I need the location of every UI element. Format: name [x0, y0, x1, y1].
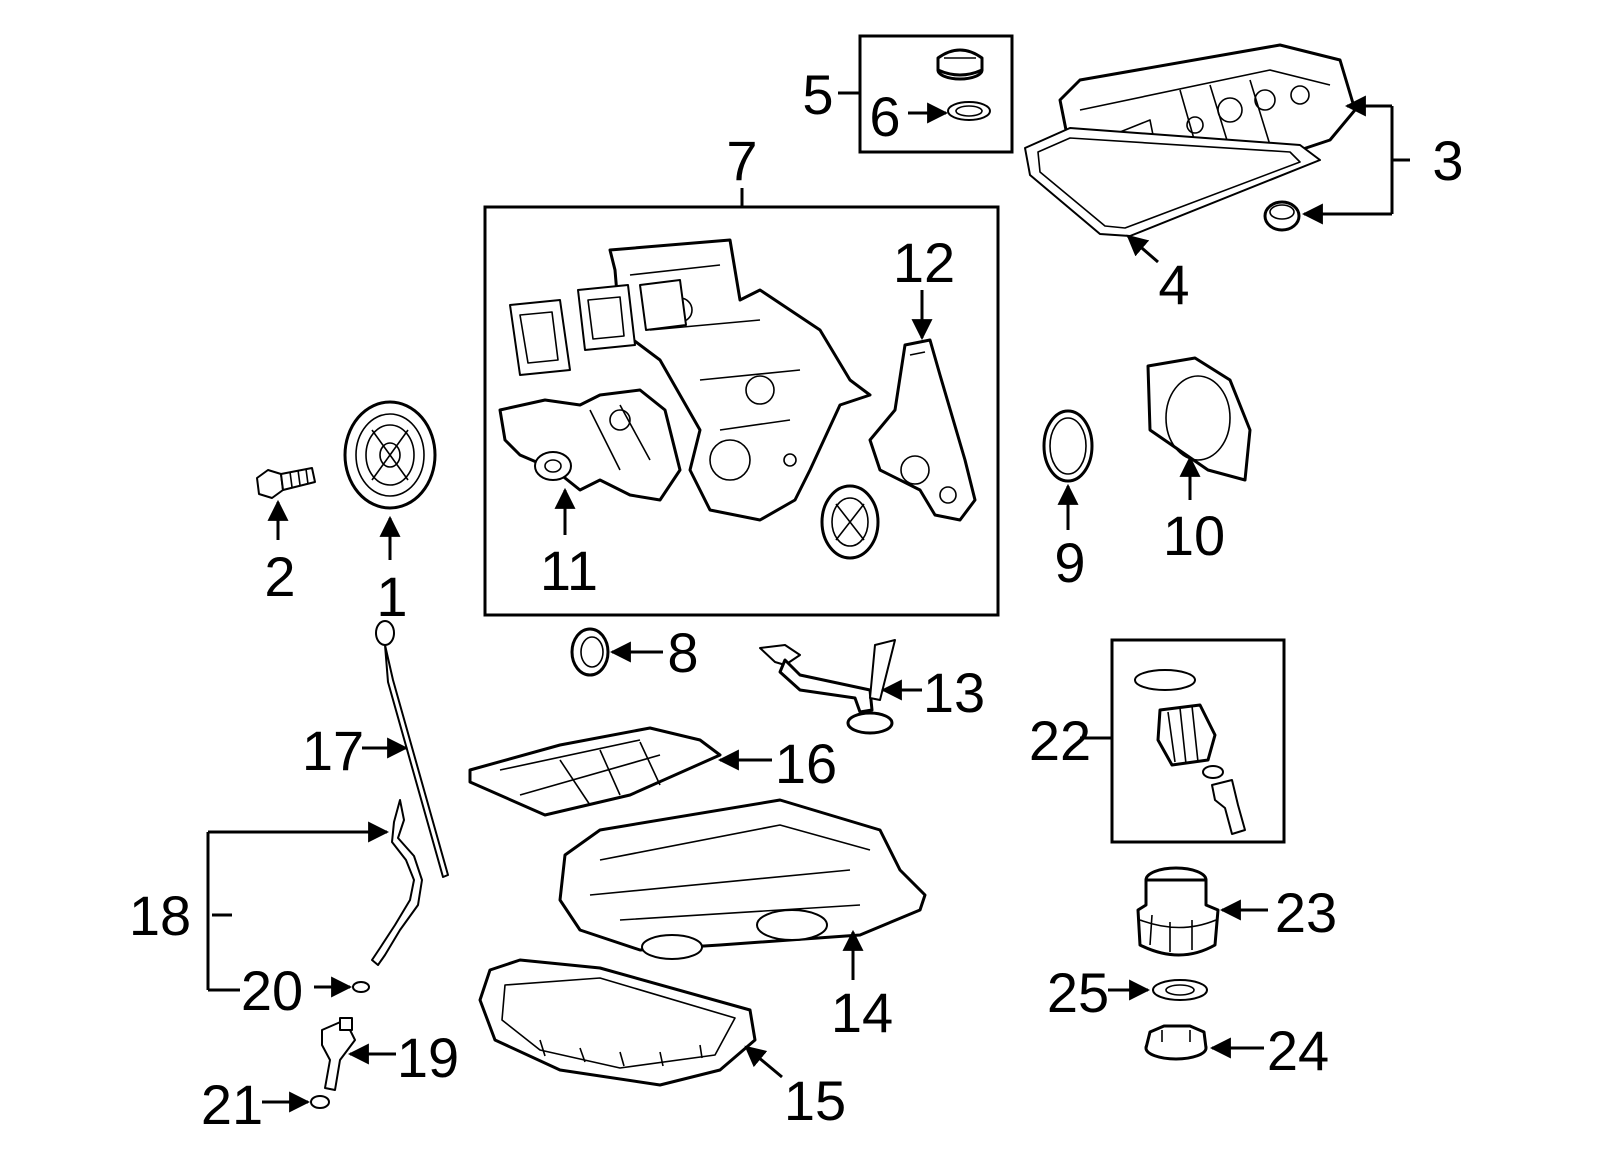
callout-6: 6 — [869, 85, 900, 148]
leader-18 — [206, 832, 232, 990]
callout-16: 16 — [775, 732, 837, 795]
leader-3 — [1305, 104, 1410, 216]
crank-sprocket-part — [820, 484, 880, 560]
rear-crank-seal-part — [570, 627, 610, 677]
filler-cap-gasket-part — [947, 101, 991, 121]
callout-25: 25 — [1047, 961, 1109, 1024]
box-22-oil-filter-kit — [1110, 638, 1286, 844]
sensor-oring-part — [310, 1095, 330, 1109]
callout-18: 18 — [129, 884, 191, 947]
callout-9: 9 — [1054, 531, 1085, 594]
crankshaft-pulley-part — [343, 400, 437, 510]
callout-21: 21 — [201, 1073, 263, 1136]
callout-11: 11 — [540, 539, 598, 602]
callout-13: 13 — [923, 661, 985, 724]
callout-3: 3 — [1432, 129, 1463, 192]
callout-14: 14 — [831, 981, 893, 1044]
oil-pan-baffle-part — [468, 726, 722, 817]
callout-20: 20 — [241, 959, 303, 1022]
callout-8: 8 — [667, 621, 698, 684]
valve-cover-gasket-part — [1024, 127, 1321, 237]
leader-4 — [1126, 234, 1159, 264]
valve-cover-seal-part — [1263, 200, 1301, 232]
callout-2: 2 — [264, 545, 295, 608]
callout-23: 23 — [1275, 881, 1337, 944]
callout-1: 1 — [376, 565, 407, 628]
upper-oil-pan-part — [558, 798, 927, 960]
oil-dipstick-part — [375, 620, 449, 878]
callout-22: 22 — [1029, 709, 1091, 772]
water-pump-part — [498, 388, 682, 502]
callout-5: 5 — [802, 63, 833, 126]
oil-filter-housing-cap-part — [1136, 866, 1220, 957]
callout-4: 4 — [1158, 253, 1189, 316]
callout-15: 15 — [784, 1069, 846, 1132]
leader-15 — [744, 1045, 783, 1079]
callout-7: 7 — [726, 129, 757, 192]
oil-pickup-tube-part — [759, 639, 896, 735]
callout-12: 12 — [893, 231, 955, 294]
rear-seal-retainer-part — [1146, 356, 1252, 482]
callout-24: 24 — [1267, 1019, 1329, 1082]
callout-19: 19 — [397, 1026, 459, 1089]
callout-10: 10 — [1163, 504, 1225, 567]
callout-17: 17 — [302, 719, 364, 782]
oil-filter-element-part — [1134, 669, 1246, 835]
timing-cover-gaskets-part — [509, 279, 687, 376]
drain-plug-gasket-part — [1152, 979, 1208, 1001]
pulley-bolt-part — [256, 467, 316, 499]
oil-level-sensor-part — [321, 1017, 356, 1091]
oil-pump-part — [868, 338, 977, 522]
dipstick-tube-oring-part — [352, 981, 370, 993]
dipstick-tube-part — [371, 799, 423, 966]
drain-plug-part — [1144, 1024, 1208, 1061]
lower-oil-pan-part — [478, 958, 757, 1087]
front-crank-seal-part — [1042, 409, 1094, 483]
oil-filler-cap-part — [936, 48, 984, 81]
